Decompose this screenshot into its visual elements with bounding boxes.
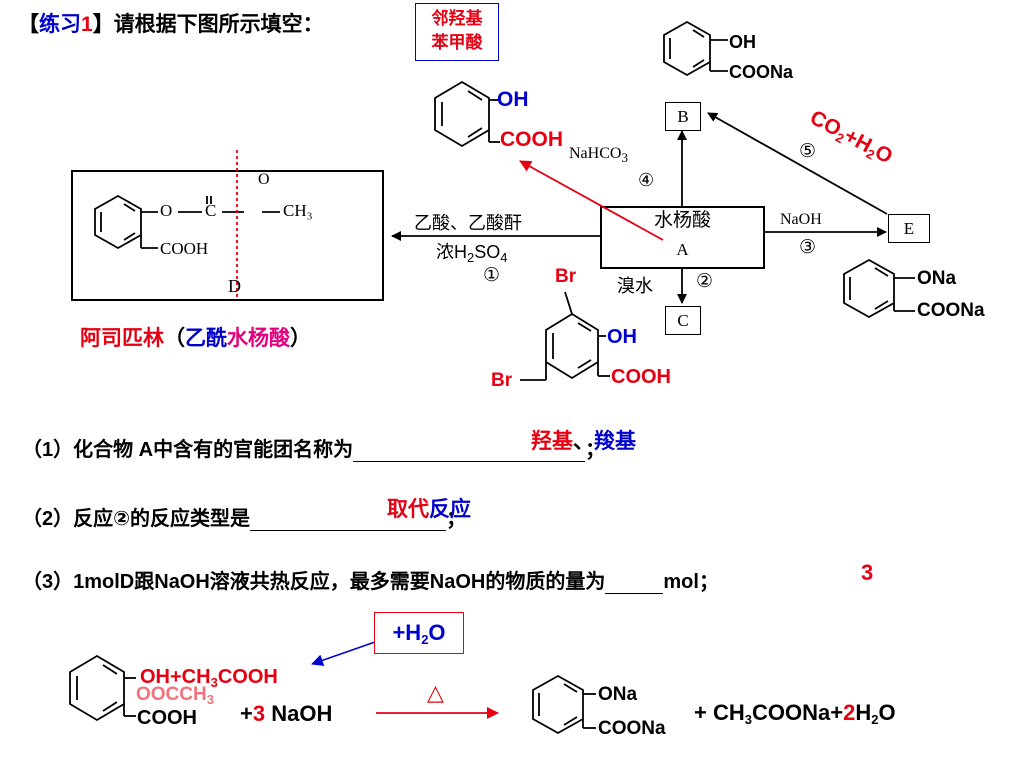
benzene-ring-e — [843, 258, 915, 319]
salicylic-oh-label: OH — [497, 88, 529, 111]
d-carbonyl-o: O — [258, 171, 270, 188]
benzene-ring-b — [663, 20, 728, 77]
benzene-ring-d — [94, 194, 280, 250]
step-1: ① — [483, 265, 501, 286]
callout-line1: 邻羟基 — [431, 9, 483, 28]
product-ona: ONa — [598, 684, 638, 705]
compound-a-label: A — [676, 240, 689, 259]
step-3: ③ — [799, 237, 817, 258]
byproducts: + CH3COONa+2H2O — [694, 700, 896, 727]
benzene-ring-salicylic — [434, 80, 500, 148]
product-coona: COONa — [598, 718, 666, 739]
step-2: ② — [696, 271, 714, 292]
callout-salicylic-name: 邻羟基 苯甲酸 — [415, 3, 499, 61]
hydrolysis-products: OH+CH3COOH — [140, 666, 278, 690]
b-oh-label: OH — [729, 32, 756, 52]
reagent-h2so4: 浓H2SO4 — [436, 242, 508, 265]
q2-answer: 取代反应 — [387, 498, 471, 521]
e-coona-label: COONa — [917, 300, 985, 321]
heat-symbol: △ — [427, 680, 444, 705]
aspirin-name: 阿司匹林（乙酰水杨酸） — [80, 327, 311, 350]
c-br-top: Br — [555, 266, 577, 287]
benzene-ring-product — [532, 674, 596, 735]
bracket-close: 】 — [92, 13, 114, 36]
q2-answer-blank — [250, 510, 447, 531]
reagent-acetic: 乙酸、乙酸酐 — [414, 213, 522, 233]
d-carbon: C — [205, 201, 217, 220]
d-ether-o: O — [160, 201, 173, 220]
q3-answer-blank — [605, 573, 664, 594]
question-2: （2）反应②的反应类型是； — [22, 508, 467, 531]
callout-water: +H2O — [374, 612, 464, 654]
salicylic-cooh-label: COOH — [500, 128, 563, 151]
bracket-open: 【 — [18, 13, 39, 36]
q1-answer: 羟基、羧基 — [531, 430, 636, 453]
reactant-cooh: COOH — [137, 707, 197, 729]
c-oh-label: OH — [607, 326, 637, 348]
reagent-naoh: NaOH — [780, 211, 822, 228]
step-4: ④ — [638, 170, 655, 190]
exercise-tag: 练习 — [39, 13, 81, 36]
arrow-e-to-b — [707, 112, 888, 215]
naoh-term: +3 NaOH — [240, 701, 333, 726]
q1-answer-blank — [353, 441, 586, 462]
benzene-ring-reactant — [69, 654, 136, 722]
c-br-bottom: Br — [491, 370, 513, 391]
arrow-red-pointer — [519, 160, 664, 241]
benzene-ring-c — [520, 291, 610, 381]
q3-answer: 3 — [861, 560, 874, 585]
c-cooh-label: COOH — [611, 366, 671, 388]
d-label: D — [228, 276, 241, 296]
reagent-nahco3: NaHCO3 — [569, 145, 628, 165]
reagent-bromine-water: 溴水 — [617, 276, 653, 296]
b-coona-label: COONa — [729, 62, 794, 82]
d-cooh: COOH — [160, 239, 209, 258]
exercise-number: 1 — [81, 13, 93, 36]
callout-line2: 苯甲酸 — [431, 33, 483, 52]
d-ch3: CH₃ — [283, 201, 313, 220]
question-1: （1）化合物 A中含有的官能团名称为； — [22, 439, 606, 462]
exercise-title: 【练习1】请根据下图所示填空： — [18, 8, 324, 38]
exercise-instruction: 请根据下图所示填空： — [113, 13, 324, 36]
callout-arrow — [311, 641, 376, 667]
ghost-acetoxy: OOCCH3 — [136, 684, 214, 707]
compound-a-name: 水杨酸 — [653, 210, 711, 231]
e-ona-label: ONa — [917, 268, 957, 289]
box-c: C — [665, 306, 701, 335]
box-b: B — [665, 102, 701, 131]
step-5: ⑤ — [799, 141, 817, 162]
box-d-frame — [71, 170, 384, 301]
box-e: E — [888, 214, 930, 243]
